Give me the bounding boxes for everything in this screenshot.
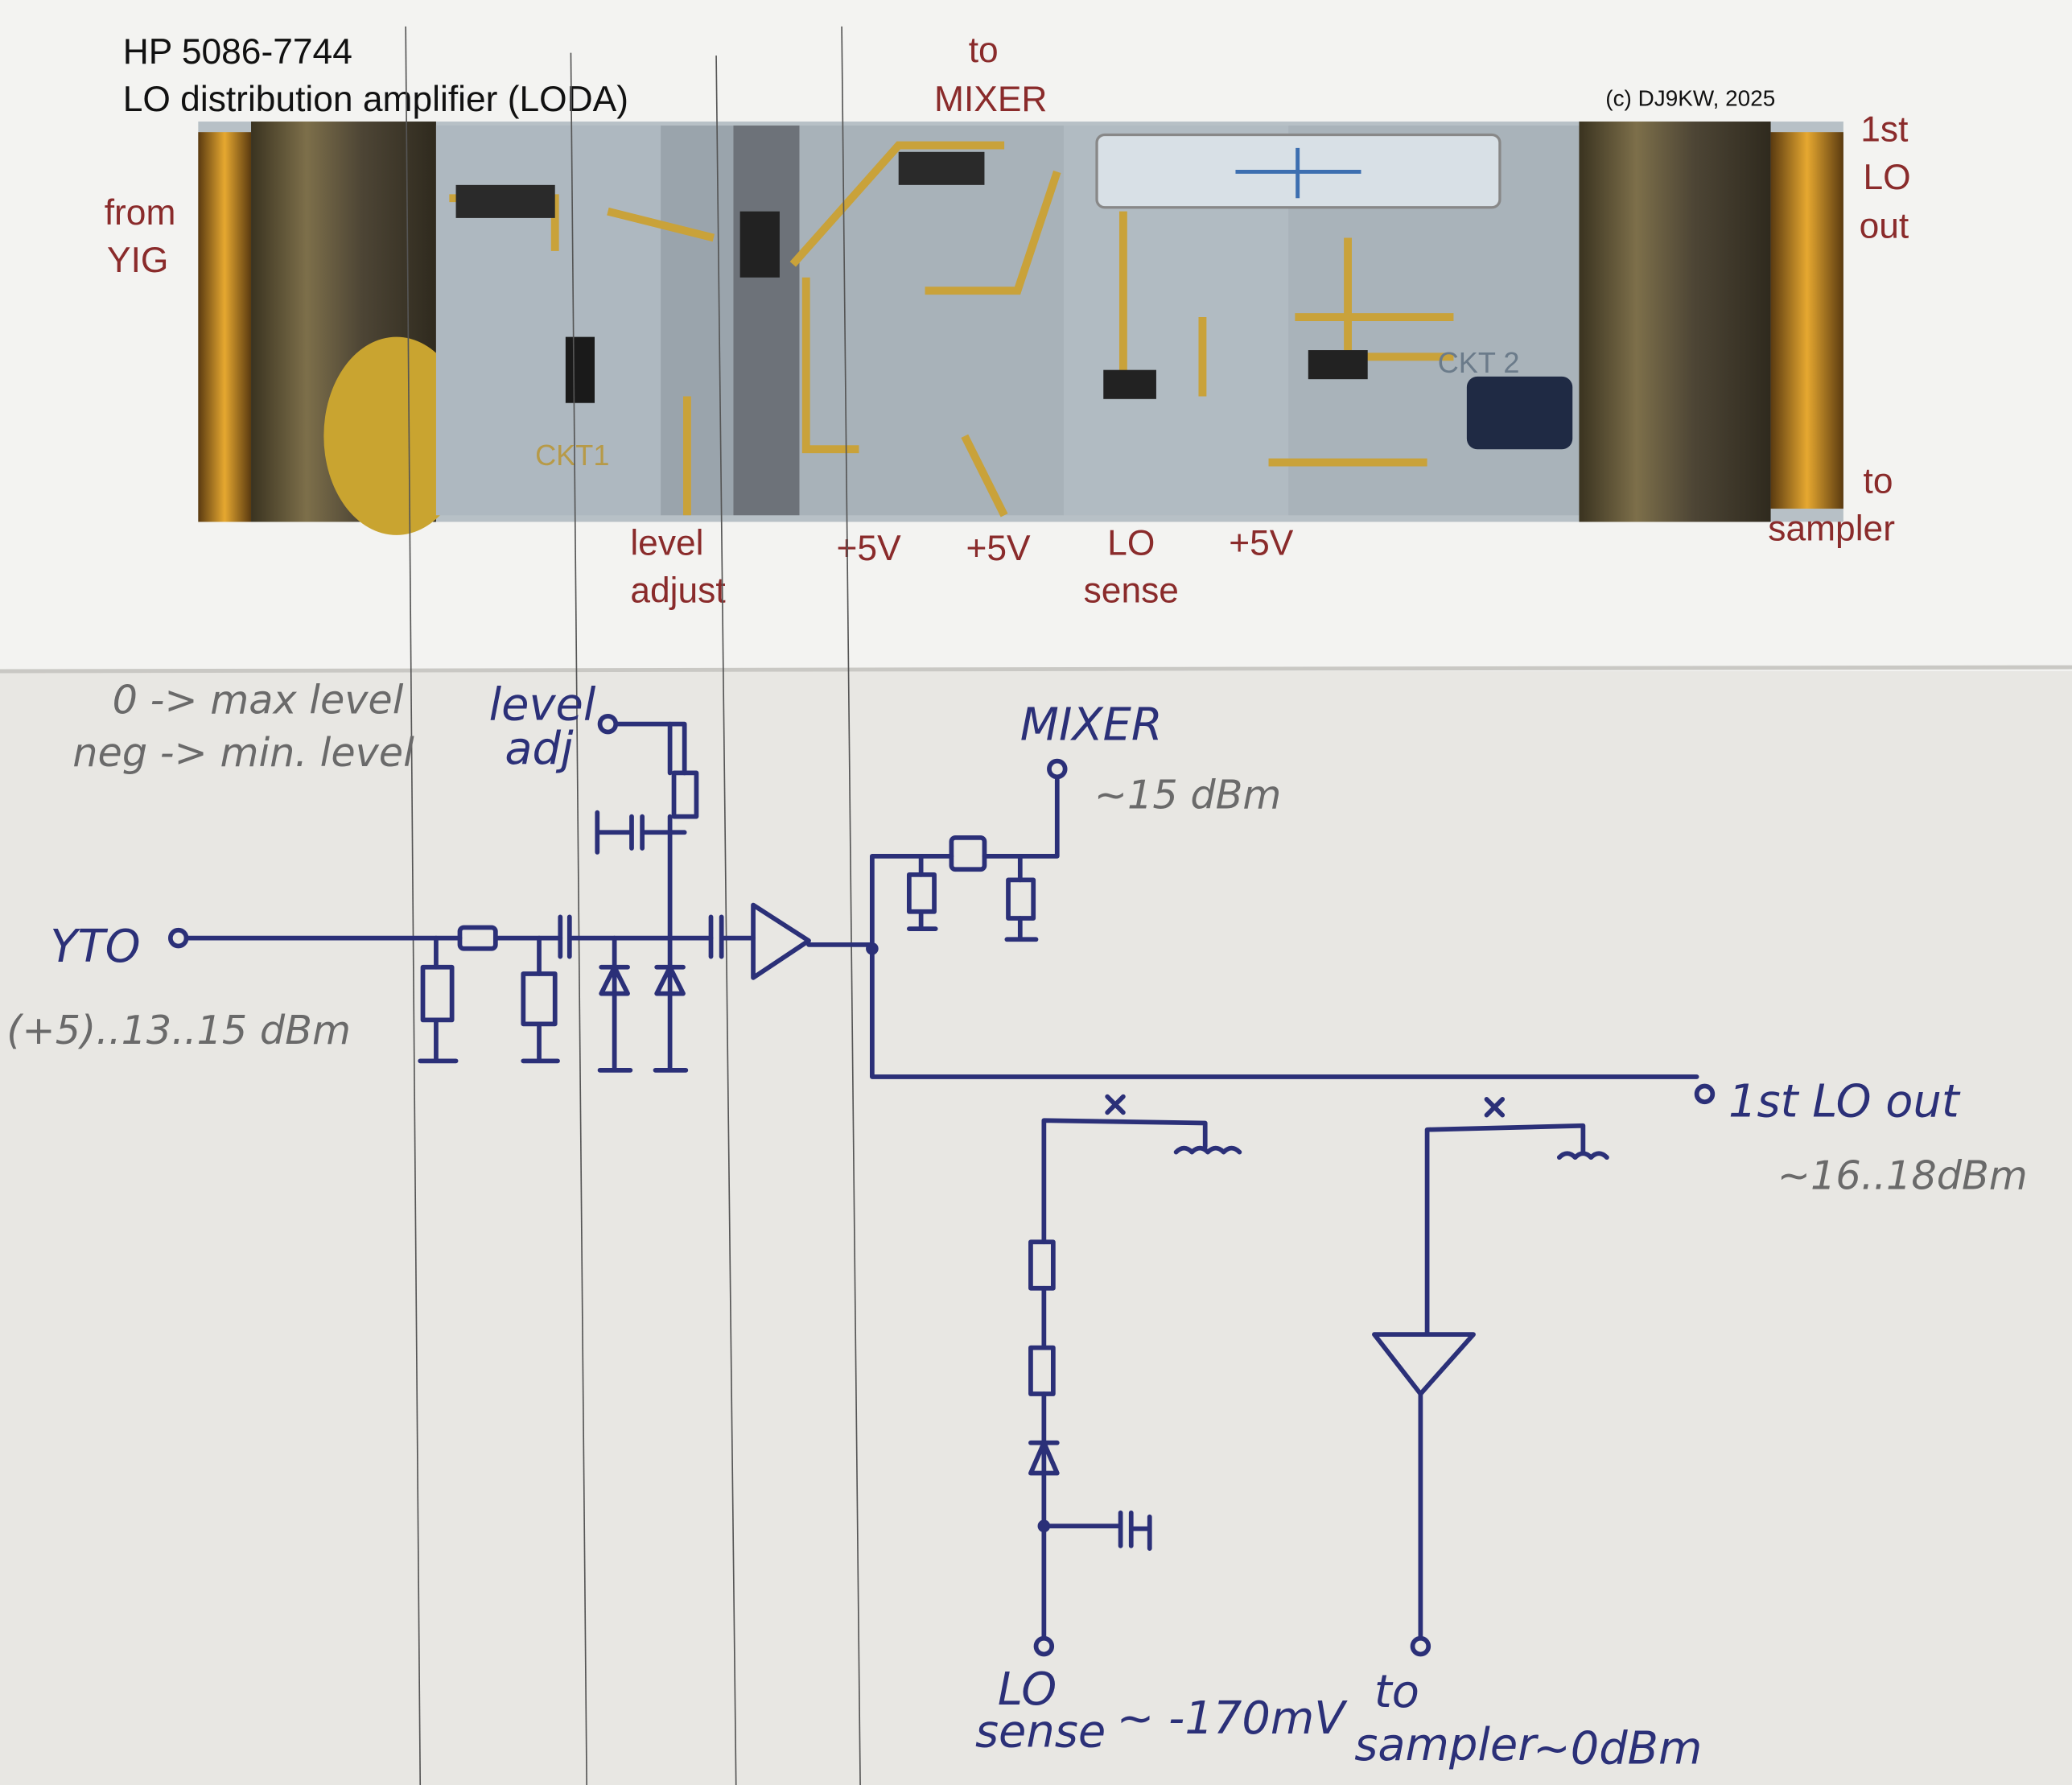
bypass-capacitor xyxy=(595,810,687,855)
series-inductor xyxy=(457,925,498,951)
first-lo-label-1: 1st xyxy=(1860,110,1908,150)
sampler-amplifier xyxy=(1372,1332,1476,1396)
level-adj-label-2: adj xyxy=(505,723,574,775)
circuit-board-photo: CKT1 CKT 2 xyxy=(198,122,1843,535)
coupler-1-mark xyxy=(1105,1094,1126,1115)
lo-sense-label-2: sense xyxy=(1084,571,1179,611)
pin-diode-2 xyxy=(653,721,689,1073)
pin-diode-1 xyxy=(597,935,633,1073)
amplifier-1 xyxy=(751,902,811,980)
notebook-paper xyxy=(0,671,2072,1785)
lo-sense-terminal xyxy=(1033,1635,1055,1657)
directional-coupler-1 xyxy=(1041,1118,1242,1245)
mixer-resistor-1 xyxy=(906,872,937,914)
plus5v-label-3: +5V xyxy=(1229,524,1294,563)
coupler-2-mark xyxy=(1484,1097,1506,1118)
first-lo-level: ~16..18dBm xyxy=(1777,1152,2028,1199)
level-adj-label-1: level xyxy=(489,679,596,732)
detector-diode xyxy=(1028,1391,1152,1641)
level-note-max: 0 -> max level xyxy=(113,677,404,723)
board-mark-ckt2: CKT 2 xyxy=(1438,346,1520,379)
first-lo-label-3: out xyxy=(1860,207,1909,246)
mixer-label: MIXER xyxy=(1020,699,1163,751)
plus5v-label-1: +5V xyxy=(837,529,902,568)
bias-resistor xyxy=(671,770,699,819)
shunt-resistor-2 xyxy=(521,971,558,1027)
sampler-hw-2: sampler xyxy=(1354,1719,1539,1771)
yto-level: (+5)..13..15 dBm xyxy=(6,1007,351,1053)
to-mixer-label-1: to xyxy=(969,31,999,70)
schematic xyxy=(167,713,1716,1657)
yto-label: YTO xyxy=(50,921,140,973)
mixer-resistor-2 xyxy=(1006,877,1036,921)
lo-sense-hw-2: sense xyxy=(975,1705,1106,1758)
from-yig-label-1: from xyxy=(105,193,176,233)
level-adjust-label-2: adjust xyxy=(630,571,725,611)
directional-coupler-2 xyxy=(1424,1123,1609,1338)
sampler-level: ~0dBm xyxy=(1533,1723,1702,1775)
sampler-terminal xyxy=(1410,1635,1431,1657)
to-sampler-label-1: to xyxy=(1864,461,1893,501)
to-sampler-label-2: sampler xyxy=(1768,509,1895,548)
lo-sense-hw-1: LO xyxy=(998,1663,1057,1716)
sampler-hw-1: to xyxy=(1374,1666,1419,1718)
mixer-inductor xyxy=(949,835,987,872)
level-adjust-label-1: level xyxy=(630,524,703,563)
lo-sense-label-1: LO xyxy=(1107,524,1155,563)
shunt-resistor-1 xyxy=(420,964,455,1023)
first-lo-terminal xyxy=(1694,1083,1716,1105)
from-yig-label-2: YIG xyxy=(107,241,168,280)
paper-fold xyxy=(0,665,2072,674)
coupling-capacitor-2 xyxy=(708,914,724,959)
first-lo-label-2: LO xyxy=(1864,158,1911,197)
plus5v-label-2: +5V xyxy=(966,529,1031,568)
to-mixer-label-2: MIXER xyxy=(934,80,1047,119)
subtitle: LO distribution amplifier (LODA) xyxy=(123,80,628,119)
board-mark-ckt1: CKT1 xyxy=(535,439,609,472)
coupling-capacitor-1 xyxy=(558,914,572,959)
pencil-guide-lines xyxy=(405,26,861,1785)
level-note-min: neg -> min. level xyxy=(72,729,414,776)
lo-sense-level: ~ -170mV xyxy=(1117,1692,1349,1745)
first-lo-out-label: 1st LO out xyxy=(1728,1075,1961,1127)
copyright: (c) DJ9KW, 2025 xyxy=(1605,85,1775,110)
mixer-level: ~15 dBm xyxy=(1094,772,1282,818)
title: HP 5086-7744 xyxy=(123,32,352,72)
mixer-terminal xyxy=(1047,758,1068,780)
